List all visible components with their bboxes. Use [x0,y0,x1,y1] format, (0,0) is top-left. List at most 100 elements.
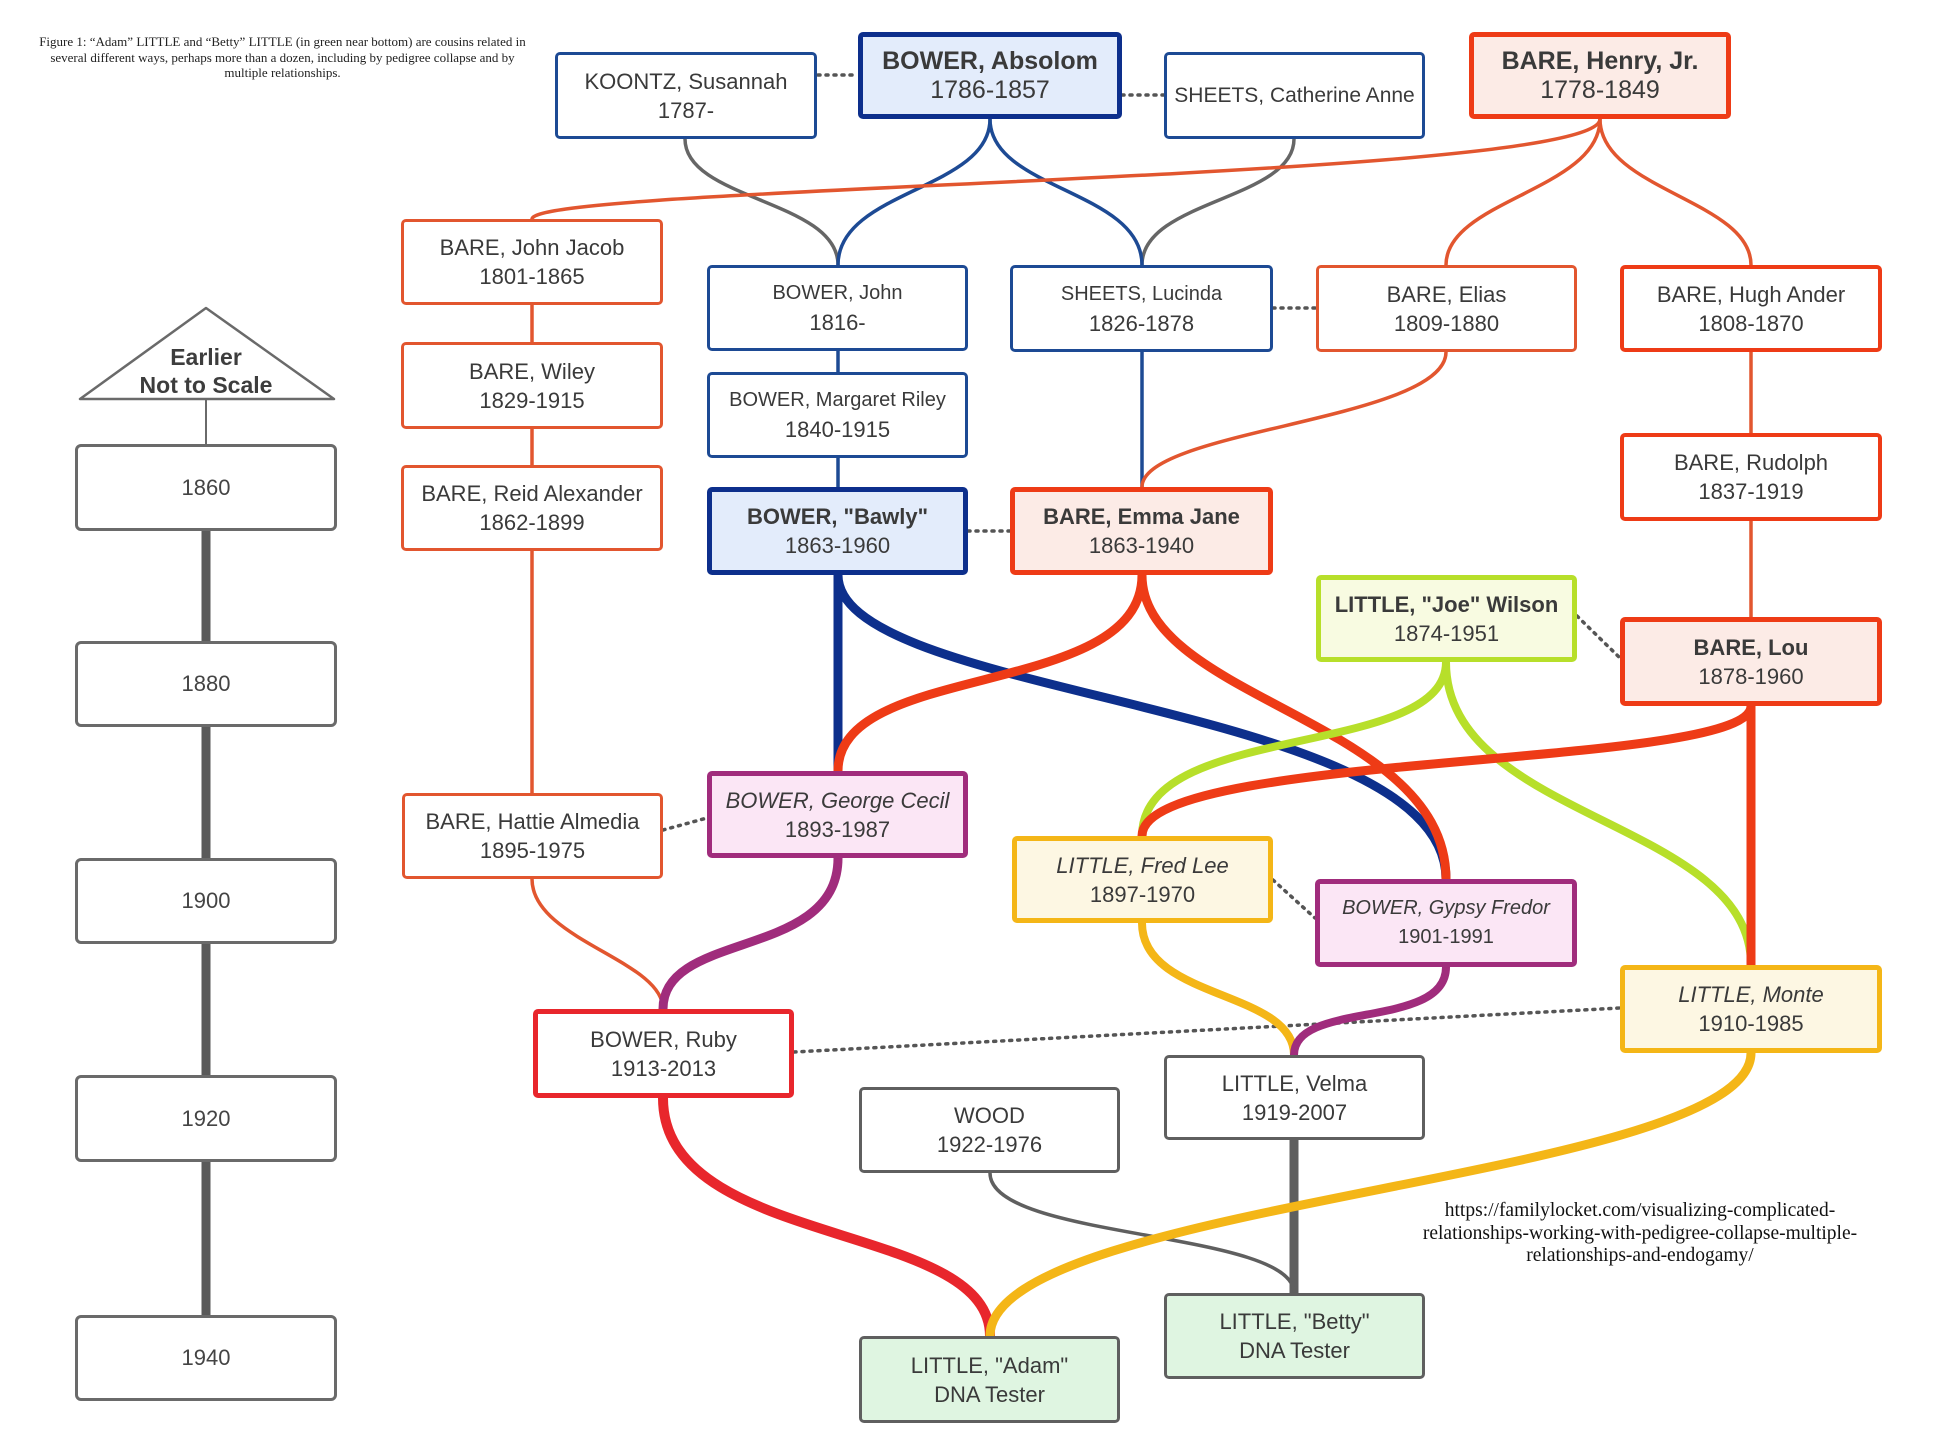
person-name: BARE, Wiley [469,358,595,384]
person-little-velma[interactable]: LITTLE, Velma 1919-2007 [1164,1055,1425,1140]
timeline-year-1940: 1940 [75,1315,337,1401]
person-bare-elias[interactable]: BARE, Elias 1809-1880 [1316,265,1577,352]
parent-link [836,118,992,266]
person-name: LITTLE, "Joe" Wilson [1334,591,1559,617]
person-bare-henry[interactable]: BARE, Henry, Jr. 1778-1849 [1469,32,1731,119]
descent-line-gold [985,1048,1756,1341]
person-bare-emma[interactable]: BARE, Emma Jane 1863-1940 [1010,487,1273,575]
person-dates: 1893-1987 [784,816,891,842]
person-name: BARE, Lou [1693,634,1809,660]
person-dates: 1787- [657,97,715,123]
person-bare-wiley[interactable]: BARE, Wiley 1829-1915 [401,342,663,429]
spouse-link [792,1006,1622,1054]
descent-line-little [1442,658,1755,969]
person-name: LITTLE, "Betty" [1219,1309,1370,1334]
person-bare-john-jacob[interactable]: BARE, John Jacob 1801-1865 [401,219,663,305]
parent-link [530,878,665,1010]
person-name: BARE, John Jacob [439,235,625,260]
person-dates: 1816- [809,310,866,335]
person-koontz-susannah[interactable]: KOONTZ, Susannah 1787- [555,52,817,139]
person-dates: 1778-1849 [1540,75,1660,104]
timeline-header: Earlier Not to Scale [100,343,312,399]
person-dates: 1829-1915 [479,387,585,413]
person-dates: 1874-1951 [1393,620,1500,646]
person-name: BARE, Reid Alexander [421,481,643,506]
person-bower-ruby[interactable]: BOWER, Ruby 1913-2013 [533,1009,794,1098]
parent-link [988,118,1144,266]
parent-link [1598,118,1753,266]
parent-link [1140,351,1448,488]
descent-line-bower [833,570,1451,884]
person-dates: 1863-1940 [1088,533,1195,558]
person-name: WOOD [954,1103,1025,1128]
person-bower-bawly[interactable]: BOWER, "Bawly" 1863-1960 [707,487,968,575]
descent-line-crimson [658,1093,995,1341]
person-name: BOWER, Margaret Riley [729,389,946,411]
descent-line-little [1138,658,1450,840]
descent-line-gold [1138,919,1298,1059]
person-little-monte[interactable]: LITTLE, Monte 1910-1985 [1620,965,1882,1053]
parent-link [530,118,1602,221]
parent-link [683,138,840,266]
person-dates: 1922-1976 [936,1132,1043,1157]
person-dates: DNA Tester [934,1381,1045,1407]
parent-link [1140,138,1296,266]
spouse-link [1575,614,1622,660]
person-dates: 1901-1991 [1398,926,1494,948]
person-name: BOWER, George Cecil [725,787,950,813]
person-bare-rudolph[interactable]: BARE, Rudolph 1837-1919 [1620,433,1882,521]
person-dates: DNA Tester [1239,1338,1350,1363]
timeline-header-line2: Not to Scale [139,372,273,398]
timeline-year-1860: 1860 [75,444,337,531]
person-name: BOWER, Absolom [882,46,1098,75]
person-name: BOWER, John [772,282,903,304]
person-bower-george[interactable]: BOWER, George Cecil 1893-1987 [707,771,968,858]
person-sheets-catherine[interactable]: SHEETS, Catherine Anne [1164,52,1425,139]
person-little-fred[interactable]: LITTLE, Fred Lee 1897-1970 [1012,836,1273,923]
timeline-year-1920: 1920 [75,1075,337,1162]
person-wood[interactable]: WOOD 1922-1976 [859,1087,1120,1173]
person-name: BOWER, "Bawly" [747,504,928,529]
person-bower-gypsy[interactable]: BOWER, Gypsy Fredor 1901-1991 [1315,879,1577,967]
person-dates: 1837-1919 [1698,479,1804,504]
descent-line-bare [1137,570,1451,884]
person-dates: 1863-1960 [784,533,891,558]
person-dates: 1878-1960 [1698,663,1804,689]
person-name: BARE, Hattie Almedia [425,809,640,834]
person-bower-margaret[interactable]: BOWER, Margaret Riley 1840-1915 [707,372,968,458]
person-name: LITTLE, "Adam" [910,1352,1069,1378]
person-name: SHEETS, Lucinda [1060,282,1223,305]
spouse-link [661,816,709,832]
person-little-betty[interactable]: LITTLE, "Betty" DNA Tester [1164,1293,1425,1379]
person-bare-hugh[interactable]: BARE, Hugh Ander 1808-1870 [1620,265,1882,352]
person-name: LITTLE, Monte [1678,982,1824,1007]
person-little-adam[interactable]: LITTLE, "Adam" DNA Tester [859,1336,1120,1423]
person-dates: 1913-2013 [610,1055,717,1081]
person-sheets-lucinda[interactable]: SHEETS, Lucinda 1826-1878 [1010,265,1273,352]
person-name: KOONTZ, Susannah [584,68,788,94]
person-dates: 1826-1878 [1088,310,1195,336]
person-dates: 1786-1857 [930,75,1050,104]
person-bower-john[interactable]: BOWER, John 1816- [707,265,968,351]
person-little-joe[interactable]: LITTLE, "Joe" Wilson 1874-1951 [1316,575,1577,662]
person-dates: 1910-1985 [1698,1011,1804,1036]
descent-line-purple [658,853,843,1014]
person-bare-reid[interactable]: BARE, Reid Alexander 1862-1899 [401,465,663,551]
person-bare-hattie[interactable]: BARE, Hattie Almedia 1895-1975 [402,793,663,879]
person-dates: 1895-1975 [479,838,586,863]
descent-line-bare [1137,701,1756,841]
spouse-link [1271,878,1317,920]
person-bare-lou[interactable]: BARE, Lou 1878-1960 [1620,617,1882,706]
person-name: LITTLE, Velma [1221,1070,1368,1096]
descent-line-purple [1290,963,1450,1059]
person-name: LITTLE, Fred Lee [1056,852,1229,878]
timeline-year-1880: 1880 [75,641,337,727]
parent-link [988,1171,1296,1295]
person-dates: 1808-1870 [1698,310,1804,336]
timeline-year-1900: 1900 [75,858,337,944]
person-name: BOWER, Gypsy Fredor [1342,897,1550,919]
person-name: BARE, Elias [1386,281,1507,307]
person-bower-absolom[interactable]: BOWER, Absolom 1786-1857 [858,32,1122,119]
timeline-header-line1: Earlier [170,344,242,370]
